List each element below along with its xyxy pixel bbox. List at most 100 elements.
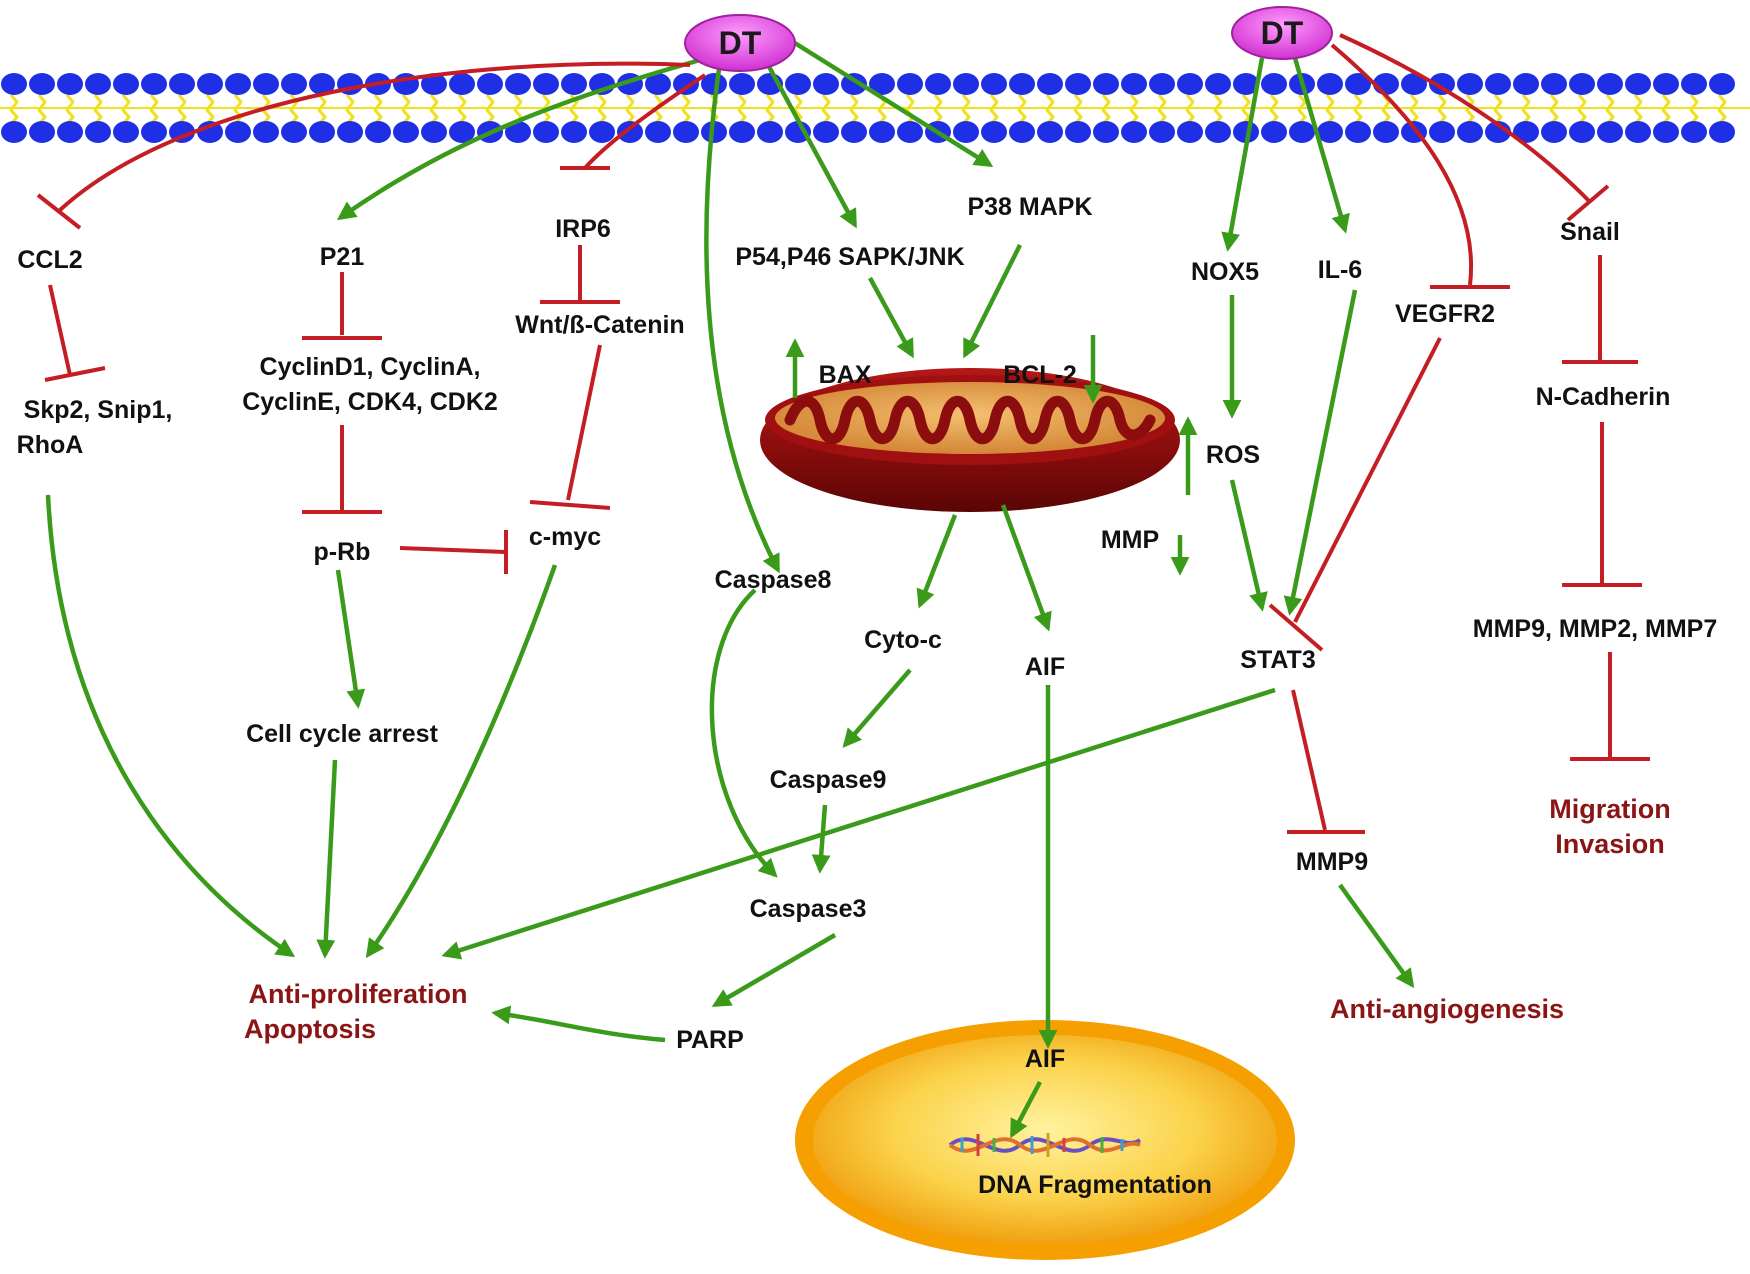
membrane-head — [1401, 73, 1427, 95]
membrane-tail — [1633, 94, 1643, 125]
membrane-head — [1513, 73, 1539, 95]
cyclin-label-line2: CyclinE, CDK4, CDK2 — [242, 388, 498, 416]
membrane-tail — [37, 94, 47, 125]
membrane-tail — [177, 94, 187, 125]
membrane-head — [701, 121, 727, 143]
membrane-head — [1485, 121, 1511, 143]
membrane-tail — [9, 94, 19, 125]
angiogenesis-outcome: Anti-angiogenesis — [1330, 994, 1564, 1024]
membrane-head — [1457, 121, 1483, 143]
membrane-tail — [121, 94, 131, 125]
ncadherin-label: N-Cadherin — [1536, 383, 1671, 411]
cyclin-label-line1: CyclinD1, CyclinA, — [260, 353, 481, 381]
membrane-tail — [401, 94, 411, 125]
membrane-tail — [625, 94, 635, 125]
membrane-head — [1709, 121, 1735, 143]
membrane-tail — [429, 94, 439, 125]
membrane-tail — [1605, 94, 1615, 125]
membrane-head — [29, 121, 55, 143]
membrane-head — [253, 73, 279, 95]
membrane-tail — [233, 94, 243, 125]
membrane-tail — [457, 94, 467, 125]
membrane-tail — [1521, 94, 1531, 125]
membrane-head — [1653, 121, 1679, 143]
membrane-head — [365, 121, 391, 143]
membrane-head — [869, 121, 895, 143]
membrane-head — [925, 73, 951, 95]
membrane-head — [533, 121, 559, 143]
membrane-head — [953, 73, 979, 95]
wnt-label: Wnt/ß-Catenin — [515, 311, 684, 339]
membrane-head — [1093, 121, 1119, 143]
snail-label: Snail — [1560, 218, 1620, 246]
membrane-head — [1373, 121, 1399, 143]
membrane-head — [1121, 121, 1147, 143]
inhibition-lines — [36, 33, 1650, 834]
membrane-head — [1, 73, 27, 95]
membrane-tail — [1549, 94, 1559, 125]
membrane-head — [1233, 121, 1259, 143]
membrane-head — [421, 73, 447, 95]
membrane-head — [393, 121, 419, 143]
membrane-tail — [961, 94, 971, 125]
membrane-head — [561, 121, 587, 143]
membrane-head — [1345, 73, 1371, 95]
membrane-head — [1597, 73, 1623, 95]
membrane-head — [281, 73, 307, 95]
membrane-tail — [1409, 94, 1419, 125]
membrane-head — [113, 73, 139, 95]
membrane-tail — [205, 94, 215, 125]
membrane-head — [449, 121, 475, 143]
membrane-tail — [1577, 94, 1587, 125]
cytoc-label: Cyto-c — [864, 626, 942, 654]
mmps-label: MMP9, MMP2, MMP7 — [1473, 615, 1717, 643]
membrane-head — [589, 121, 615, 143]
membrane-head — [645, 121, 671, 143]
parp-label: PARP — [676, 1026, 744, 1054]
membrane-head — [617, 121, 643, 143]
membrane-tail — [1101, 94, 1111, 125]
p38-label: P38 MAPK — [967, 193, 1092, 221]
cell-cycle-arrest-label: Cell cycle arrest — [246, 720, 438, 748]
membrane-head — [701, 73, 727, 95]
prb-label: p-Rb — [314, 538, 371, 566]
membrane-head — [1289, 121, 1315, 143]
membrane-head — [29, 73, 55, 95]
membrane-head — [421, 121, 447, 143]
membrane-head — [1345, 121, 1371, 143]
membrane-head — [477, 73, 503, 95]
membrane-head — [1569, 121, 1595, 143]
migration-outcome-line2: Invasion — [1555, 829, 1665, 859]
membrane-head — [505, 73, 531, 95]
membrane-tail — [1325, 94, 1335, 125]
membrane-head — [561, 73, 587, 95]
dt-right: DT — [1231, 6, 1333, 60]
cmyc-label: c-myc — [529, 523, 601, 551]
membrane-head — [1625, 73, 1651, 95]
stat3-label: STAT3 — [1240, 646, 1315, 674]
membrane-head — [85, 121, 111, 143]
membrane-head — [1317, 121, 1343, 143]
caspase9-label: Caspase9 — [770, 766, 887, 794]
ccl2-label: CCL2 — [17, 246, 82, 274]
membrane-head — [309, 121, 335, 143]
membrane-head — [841, 121, 867, 143]
activation-arrows — [45, 38, 1415, 1139]
membrane-head — [449, 73, 475, 95]
dna-fragmentation-label: DNA Fragmentation — [978, 1171, 1212, 1199]
membrane-tail — [1213, 94, 1223, 125]
membrane-head — [1513, 121, 1539, 143]
membrane-tail — [821, 94, 831, 125]
bcl2-label: BCL-2 — [1003, 361, 1077, 389]
membrane-head — [729, 73, 755, 95]
ros-label: ROS — [1206, 441, 1260, 469]
membrane-tail — [1661, 94, 1671, 125]
membrane-head — [1205, 73, 1231, 95]
membrane-head — [785, 121, 811, 143]
membrane-head — [1597, 121, 1623, 143]
membrane-head — [57, 121, 83, 143]
membrane-head — [1625, 121, 1651, 143]
membrane-tail — [1241, 94, 1251, 125]
svg-text:DT: DT — [1261, 15, 1304, 51]
membrane-head — [897, 73, 923, 95]
